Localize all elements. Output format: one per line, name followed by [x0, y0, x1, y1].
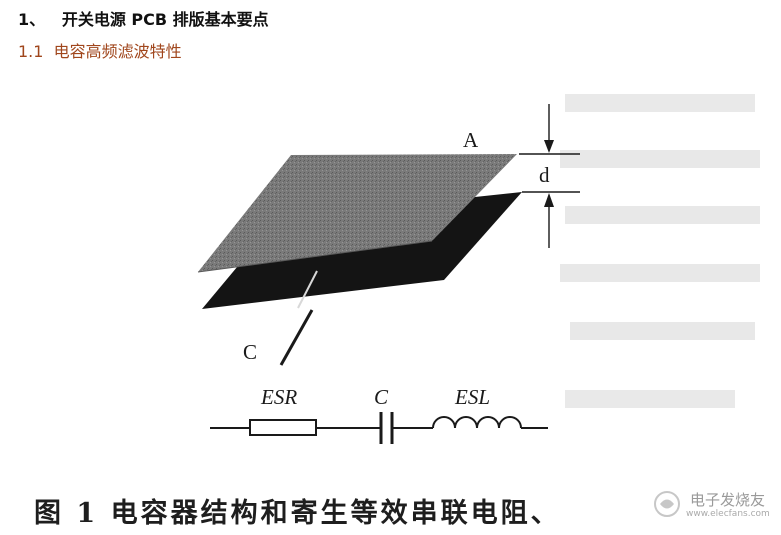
lead-c [279, 309, 314, 366]
label-a: A [463, 128, 479, 152]
subsection-heading: 1.1 电容高频滤波特性 [18, 38, 182, 62]
watermark-text: 电子发烧友 [690, 491, 766, 509]
label-c-lead: C [243, 340, 257, 364]
resistor-esr [249, 419, 317, 436]
subsection-number: 1.1 [18, 42, 44, 61]
capacitor-figure: A d C ESR C ESL 图 1 电容器结构和寄生等效串联电阻、 电子发烧… [0, 72, 781, 535]
subsection-title: 电容高频滤波特性 [53, 42, 182, 61]
label-esr: ESR [260, 385, 297, 409]
background-text-texture [560, 94, 760, 408]
watermark-logo [654, 491, 680, 517]
section-heading: 1、 开关电源 PCB 排版基本要点 [18, 6, 269, 30]
section-title: 开关电源 PCB 排版基本要点 [61, 10, 269, 29]
dimension-arrow-up-icon [544, 193, 554, 207]
top-plate-a [198, 154, 517, 272]
dimension-arrow-down-icon [544, 140, 554, 153]
inductor-esl [432, 416, 522, 429]
label-esl: ESL [454, 385, 490, 409]
equivalent-circuit [210, 412, 548, 444]
label-d: d [539, 163, 550, 187]
label-c-circuit: C [374, 385, 389, 409]
figure-caption: 图 1 电容器结构和寄生等效串联电阻、 [34, 498, 561, 529]
plate-edge [197, 240, 433, 273]
section-number: 1、 [18, 10, 46, 29]
watermark-site: www.elecfans.com [686, 509, 770, 519]
lead-c-upper [297, 270, 318, 309]
capacitor-diagram: A d C ESR C ESL [197, 94, 760, 517]
